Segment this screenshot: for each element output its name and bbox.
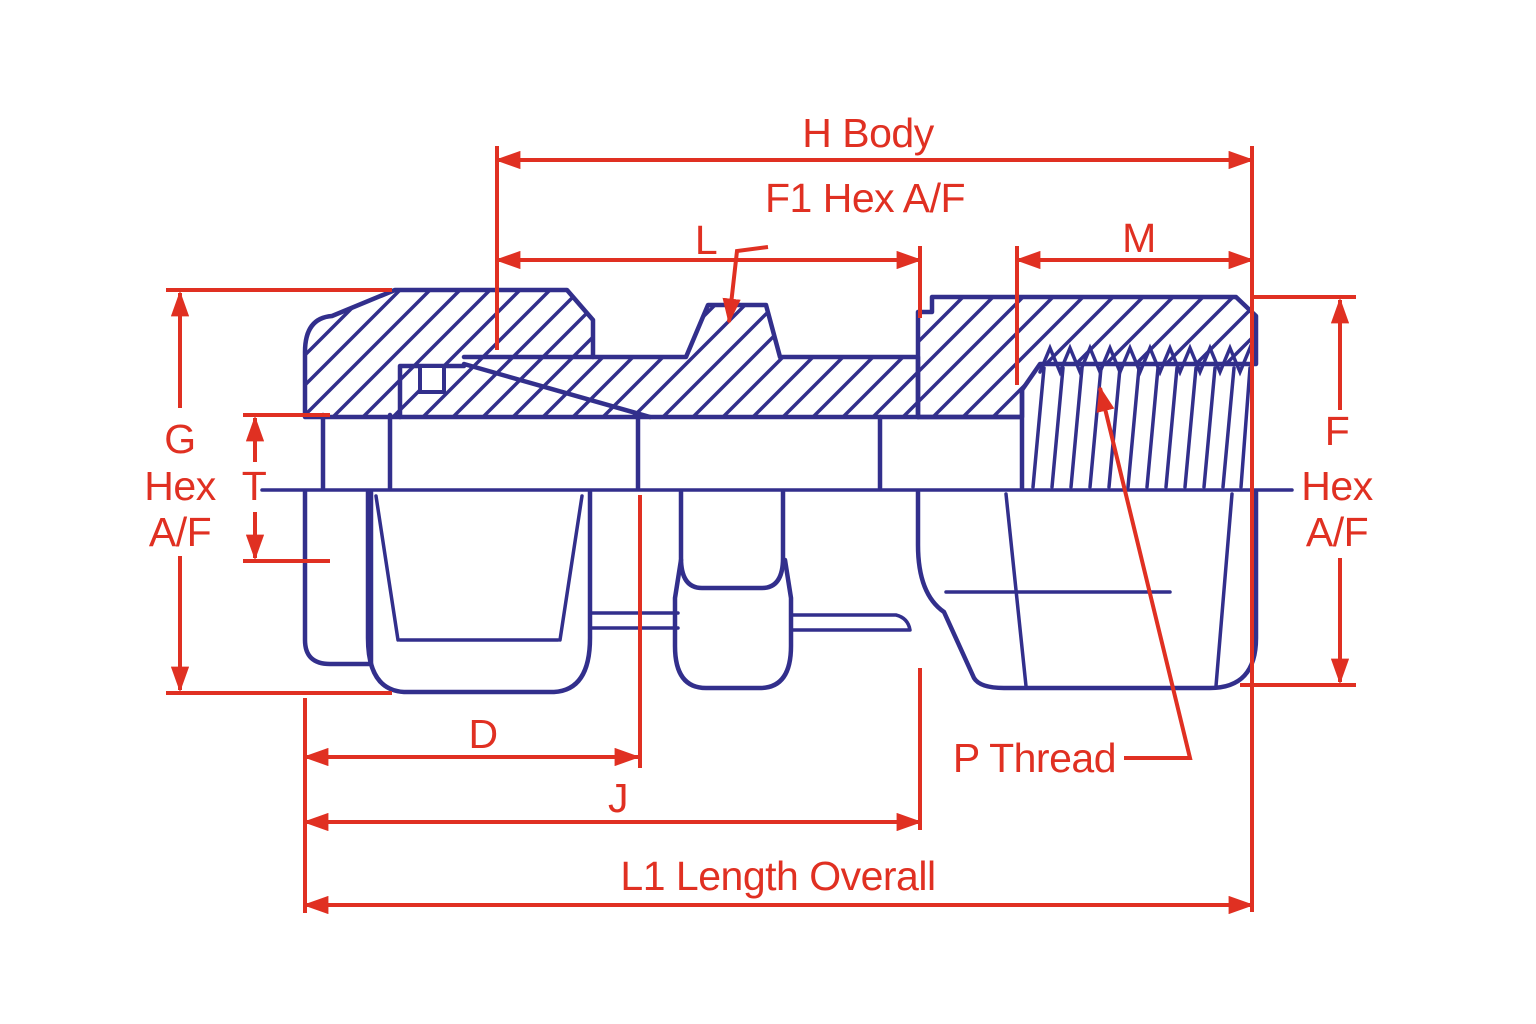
l-leader-line [722,245,769,325]
l1-label: L1 Length Overall [620,853,935,899]
dimension-t: T [242,415,267,561]
ferrule-notch [418,364,446,394]
f1-hex-af-label: F1 Hex A/F [765,175,965,221]
g-label-line2: Hex [144,463,216,509]
right-nut-hex-facets [944,492,1234,688]
left-nut-hex-outline [365,489,593,695]
j-label: J [608,775,628,821]
dimension-h-body: H Body [494,110,1255,170]
thread-flank-lines [1031,366,1252,489]
dimension-annotations: H Body F1 Hex A/F L M G Hex A/F T [144,110,1374,915]
m-label: M [1122,215,1156,261]
g-label-line3: A/F [149,509,211,555]
dimension-f-hex-af: F Hex A/F [1301,297,1374,685]
left-nut-collar-external [302,489,374,667]
left-nut-hex-facets [374,494,584,642]
f-label-line1: F [1325,408,1350,454]
body-hex-lower [672,557,794,691]
right-nut-hex-outline [915,489,1259,691]
annotation-p-thread: P Thread [953,385,1193,781]
f-label-line2: Hex [1301,463,1373,509]
dimension-d: D [302,711,641,767]
dimension-g-hex-af: G Hex A/F [144,290,217,693]
fitting-section-view [260,287,1294,695]
t-label: T [242,463,267,509]
internal-bore-lines [320,354,1025,491]
dimension-m: M [1014,215,1255,270]
p-thread-label: P Thread [953,735,1116,781]
dimension-ticks [166,288,1356,695]
body-hex-upper [678,489,786,591]
left-nut-and-body-section [302,287,921,420]
thread-crest-profile [1038,343,1258,377]
h-body-label: H Body [802,110,934,156]
body-neck-lines [590,611,912,632]
extension-lines [303,146,1254,913]
l-label: L [695,217,717,263]
dimension-j: J [302,775,923,832]
p-thread-leader-line [1096,385,1193,760]
dimension-l1: L1 Length Overall [302,853,1255,915]
dimension-l: L [494,217,923,325]
f-label-line3: A/F [1306,509,1368,555]
g-label-line1: G [164,416,195,462]
d-label: D [468,711,497,757]
